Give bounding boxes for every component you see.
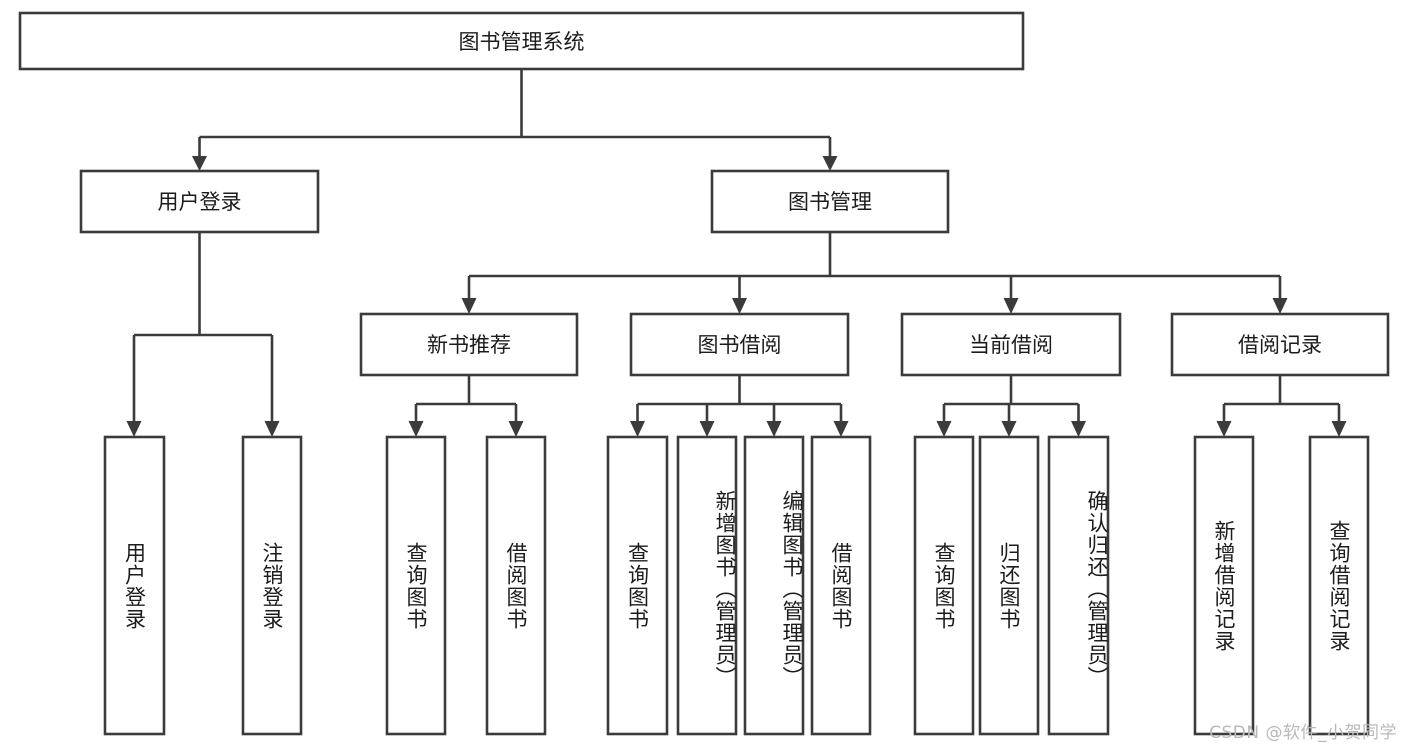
- leaf-box-logout[interactable]: [241, 435, 303, 736]
- connector-group-book-mgmt: [461, 232, 1288, 314]
- arrow-user-login-to-leaf2: [264, 421, 280, 437]
- arrow-record-to-leaf1: [1216, 421, 1232, 437]
- arrow-current-to-leaf2: [1001, 421, 1017, 437]
- node-root-label: 图书管理系统: [459, 30, 585, 54]
- node-book-management-box[interactable]: [710, 169, 950, 234]
- arrow-recommend-to-leaf2: [508, 421, 524, 437]
- connector-group-book-borrow: [630, 375, 849, 437]
- node-current-borrow[interactable]: 当前借阅: [900, 312, 1122, 377]
- leaf-box-return-book[interactable]: [978, 435, 1040, 736]
- node-root-box[interactable]: [18, 11, 1025, 71]
- arrow-root-to-book-mgmt: [822, 156, 838, 171]
- arrow-book-mgmt-to-recommend: [461, 298, 477, 314]
- arrow-current-to-leaf3: [1071, 421, 1086, 437]
- node-user-login-label: 用户登录: [158, 190, 242, 214]
- node-new-book-recommend-label: 新书推荐: [427, 333, 511, 357]
- node-book-borrow-label: 图书借阅: [698, 333, 782, 357]
- arrow-recommend-to-leaf1: [408, 421, 424, 437]
- leaf-box-confirm-return[interactable]: [1047, 435, 1110, 736]
- node-borrow-record[interactable]: 借阅记录: [1170, 312, 1390, 377]
- arrow-current-to-leaf1: [936, 421, 952, 437]
- node-book-management[interactable]: 图书管理: [710, 169, 950, 234]
- connector-group-recommend: [408, 375, 524, 437]
- node-borrow-record-box[interactable]: [1170, 312, 1390, 377]
- arrow-book-borrow-to-leaf3: [766, 421, 782, 437]
- node-current-borrow-label: 当前借阅: [969, 333, 1053, 357]
- node-book-borrow[interactable]: 图书借阅: [629, 312, 850, 377]
- connector-group-user-login: [126, 232, 280, 437]
- node-user-login-box[interactable]: [79, 169, 320, 234]
- leaf-box-user-login[interactable]: [103, 435, 166, 736]
- arrow-book-mgmt-to-borrow: [732, 298, 747, 314]
- arrow-book-borrow-to-leaf2: [699, 421, 715, 437]
- leaf-box-add-borrow-record[interactable]: [1193, 435, 1255, 736]
- leaf-box-add-book[interactable]: [676, 435, 738, 736]
- watermark-text: CSDN @软件_小贺同学: [1209, 723, 1397, 743]
- leaf-box-query-book-current[interactable]: [913, 435, 975, 736]
- connector-group-borrow-record: [1216, 375, 1347, 437]
- arrow-book-borrow-to-leaf4: [833, 421, 849, 437]
- node-new-book-recommend-box[interactable]: [359, 312, 579, 377]
- arrow-book-mgmt-to-current: [1003, 298, 1019, 314]
- connector-group-current-borrow: [936, 375, 1086, 437]
- arrow-user-login-to-leaf1: [126, 421, 142, 437]
- leaf-box-query-book-borrow[interactable]: [606, 435, 669, 736]
- connector-group-root: [192, 69, 838, 171]
- node-book-borrow-box[interactable]: [629, 312, 850, 377]
- arrow-book-borrow-to-leaf1: [630, 421, 645, 437]
- leaf-box-edit-book[interactable]: [743, 435, 805, 736]
- leaf-box-query-borrow-record[interactable]: [1308, 435, 1370, 736]
- node-borrow-record-label: 借阅记录: [1238, 333, 1322, 357]
- node-new-book-recommend[interactable]: 新书推荐: [359, 312, 579, 377]
- node-root[interactable]: 图书管理系统: [18, 11, 1025, 71]
- node-current-borrow-box[interactable]: [900, 312, 1122, 377]
- node-user-login[interactable]: 用户登录: [79, 169, 320, 234]
- arrow-record-to-leaf2: [1331, 421, 1347, 437]
- node-book-management-label: 图书管理: [788, 190, 872, 214]
- arrow-book-mgmt-to-record: [1272, 298, 1288, 314]
- leaf-box-borrow-book[interactable]: [810, 435, 872, 736]
- leaf-box-query-book-recommend[interactable]: [385, 435, 447, 736]
- arrow-root-to-user-login: [192, 156, 207, 171]
- leaf-box-borrow-book-recommend[interactable]: [485, 435, 547, 736]
